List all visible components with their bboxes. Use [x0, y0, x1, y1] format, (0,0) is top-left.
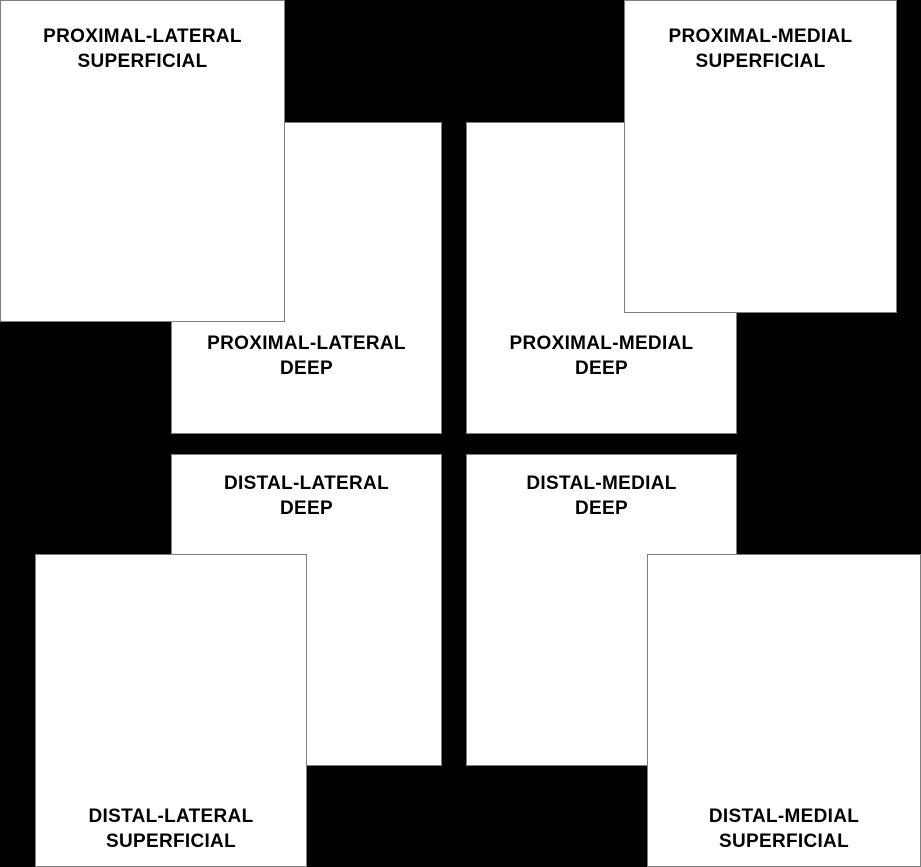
- label-line: DISTAL-LATERAL: [224, 473, 389, 494]
- label-line: PROXIMAL-MEDIAL: [668, 26, 853, 47]
- label-line: DISTAL-LATERAL: [88, 806, 254, 827]
- proximal-lateral-superficial-region: PROXIMAL-LATERAL SUPERFICIAL: [0, 0, 285, 322]
- proximal-lateral-deep-label: PROXIMAL-LATERAL DEEP: [172, 331, 441, 381]
- label-line: DISTAL-MEDIAL: [526, 473, 677, 494]
- label-line: PROXIMAL-LATERAL: [43, 26, 242, 47]
- label-line: SUPERFICIAL: [695, 51, 826, 72]
- proximal-medial-deep-label: PROXIMAL-MEDIAL DEEP: [467, 331, 736, 381]
- distal-medial-deep-label: DISTAL-MEDIAL DEEP: [467, 471, 736, 521]
- distal-medial-superficial-label: DISTAL-MEDIAL SUPERFICIAL: [648, 804, 920, 854]
- label-line: PROXIMAL-LATERAL: [207, 333, 406, 354]
- label-line: SUPERFICIAL: [106, 831, 236, 852]
- distal-lateral-superficial-label: DISTAL-LATERAL SUPERFICIAL: [36, 804, 306, 854]
- label-line: DEEP: [280, 358, 333, 379]
- proximal-lateral-superficial-label: PROXIMAL-LATERAL SUPERFICIAL: [1, 24, 284, 74]
- distal-lateral-deep-label: DISTAL-LATERAL DEEP: [172, 471, 441, 521]
- label-line: DEEP: [575, 498, 628, 519]
- distal-lateral-superficial-region: DISTAL-LATERAL SUPERFICIAL: [35, 554, 307, 867]
- distal-medial-superficial-region: DISTAL-MEDIAL SUPERFICIAL: [647, 554, 921, 867]
- label-line: SUPERFICIAL: [77, 51, 208, 72]
- proximal-medial-superficial-region: PROXIMAL-MEDIAL SUPERFICIAL: [624, 0, 897, 313]
- label-line: DISTAL-MEDIAL: [708, 806, 860, 827]
- label-line: DEEP: [280, 498, 333, 519]
- proximal-medial-superficial-label: PROXIMAL-MEDIAL SUPERFICIAL: [625, 24, 896, 74]
- label-line: DEEP: [575, 358, 628, 379]
- label-line: PROXIMAL-MEDIAL: [509, 333, 694, 354]
- label-line: SUPERFICIAL: [719, 831, 849, 852]
